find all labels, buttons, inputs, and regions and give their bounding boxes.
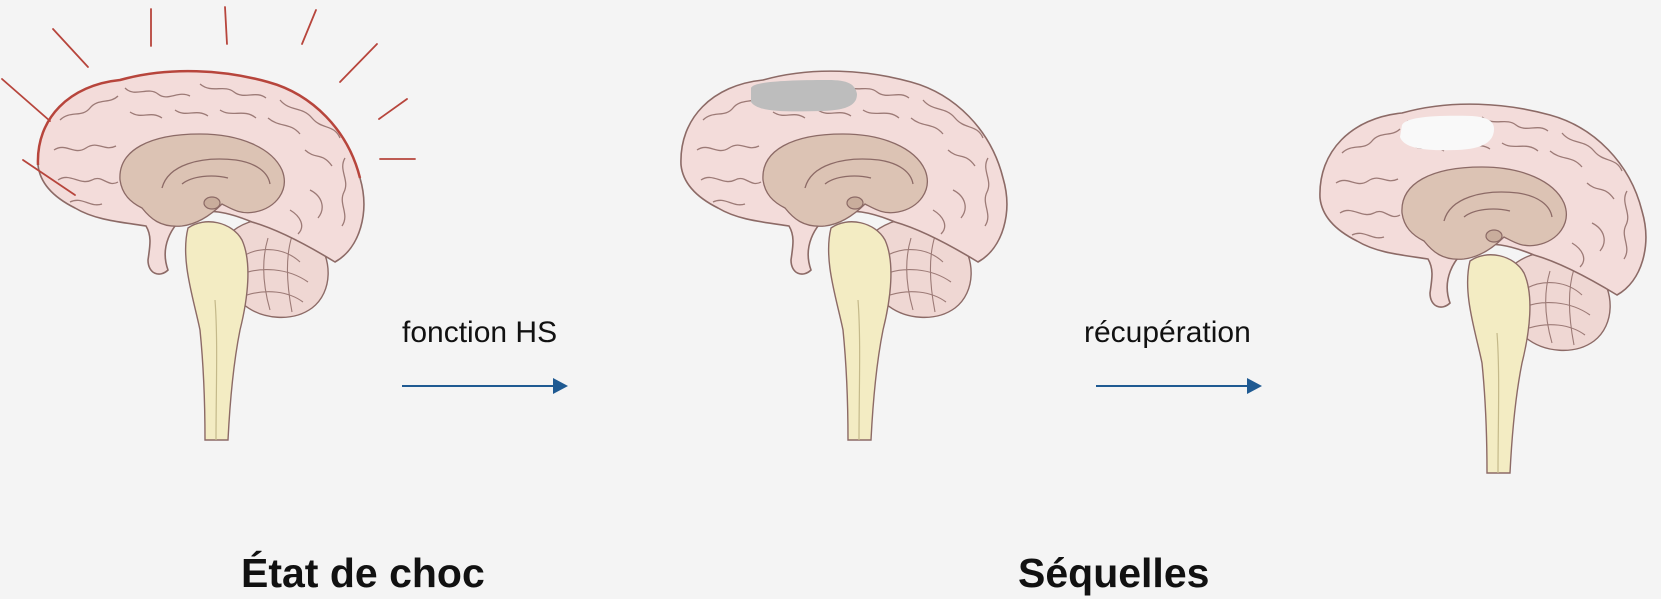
transition-arrow-2 <box>1096 378 1262 394</box>
ray <box>379 99 407 119</box>
transition-label-2: récupération <box>1084 316 1251 350</box>
ray <box>225 7 227 44</box>
ray <box>302 10 316 44</box>
lesion-gray <box>751 80 857 111</box>
lesion-white <box>1400 116 1494 150</box>
brain-recovery <box>1320 104 1646 473</box>
caption-shock-state: État de choc <box>241 550 485 597</box>
ray <box>53 29 88 67</box>
caption-sequelae: Séquelles <box>1018 550 1209 597</box>
ray <box>340 44 377 82</box>
brain-shock <box>2 7 415 440</box>
transition-label-1: fonction HS <box>402 316 557 350</box>
transition-arrow-1 <box>402 378 568 394</box>
ray <box>2 79 50 121</box>
brain-sequelae <box>681 71 1007 440</box>
